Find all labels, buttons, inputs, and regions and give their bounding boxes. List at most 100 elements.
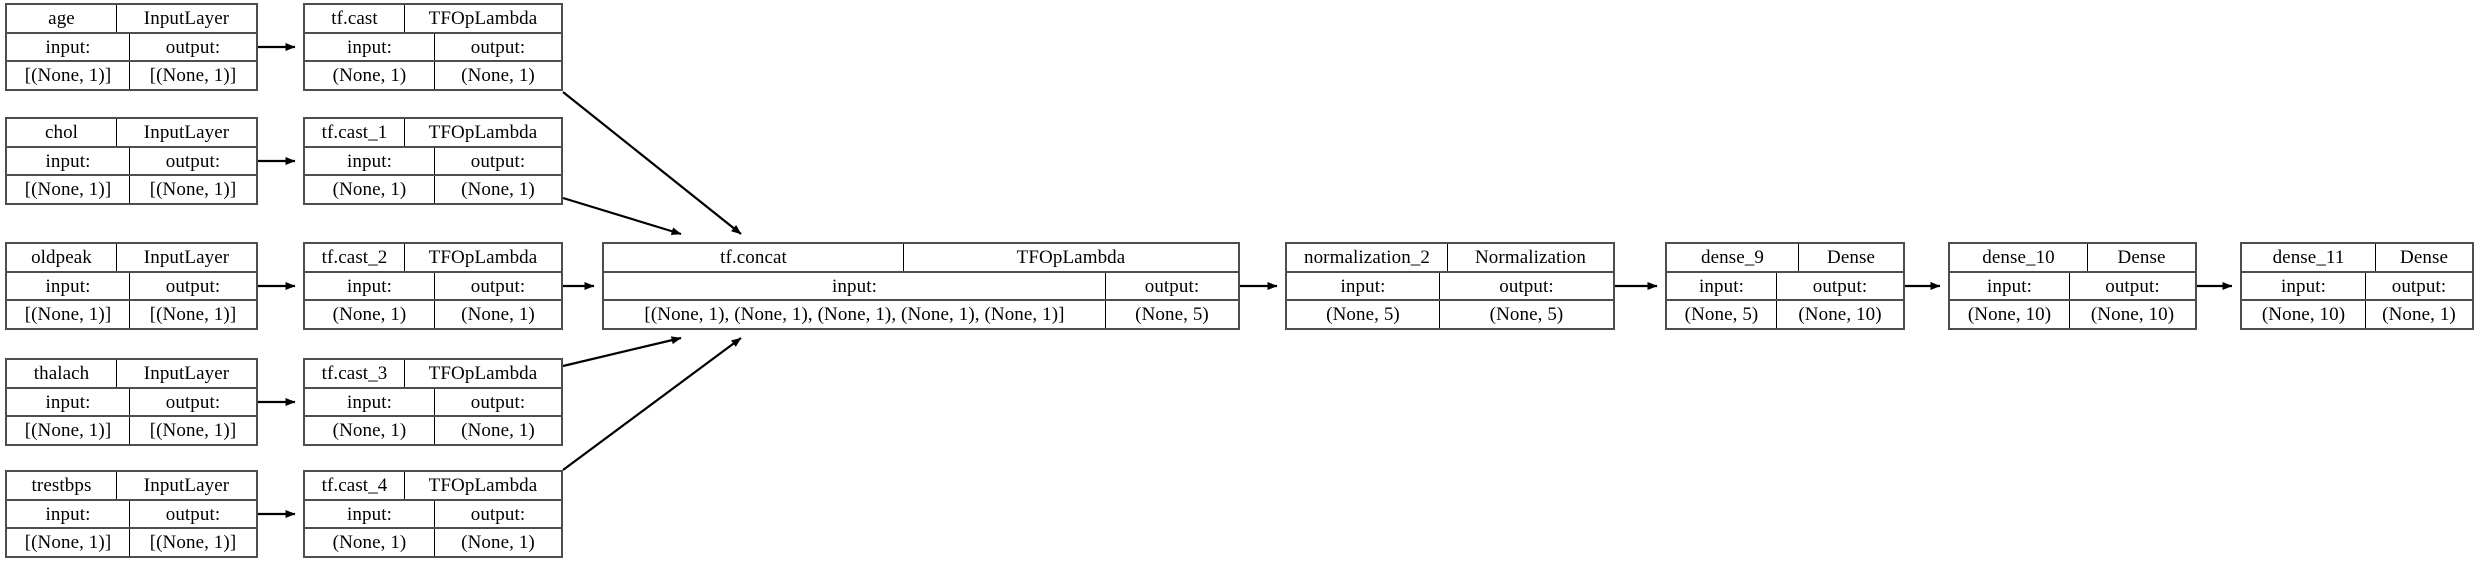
node-output-label: output: [165,503,221,525]
node-output-shape: (None, 5) [1489,304,1564,326]
node-input-shape: (None, 10) [1950,301,2070,329]
edges-group [258,43,2233,518]
node-tf_cast_2[interactable]: tf.cast_2 TFOpLambda input: output: (None, 1… [303,242,563,330]
node-output-label: output: [165,275,221,297]
node-title-name: age [7,5,117,32]
node-title-name: oldpeak [7,244,117,271]
node-output-shape: (None, 10) [2090,304,2175,326]
node-input-label: input: [305,33,435,61]
node-output-shape: [(None, 1)] [149,420,237,442]
edge-tf_cast_1-to-tf_concat [562,196,682,236]
node-title-name: normalization_2 [1287,244,1448,271]
node-title-name: dense_9 [1667,244,1799,271]
node-output-shape: (None, 1) [461,65,535,87]
node-tf_cast_3[interactable]: tf.cast_3 TFOpLambda input: output: (None, 1… [303,358,563,446]
node-output-shape: [(None, 1)] [149,304,237,326]
node-title-name: tf.cast_4 [305,472,405,499]
node-output-label: output: [165,36,221,58]
node-title-type: TFOpLambda [1016,246,1126,268]
node-input-label: input: [604,272,1106,300]
node-input-shape: [(None, 1)] [7,62,130,90]
node-title-type: InputLayer [143,474,230,496]
node-title-name: chol [7,119,117,146]
node-output-label: output: [1499,275,1554,297]
node-input-label: input: [7,388,130,416]
node-title-name: tf.cast_1 [305,119,405,146]
node-output-label: output: [1144,275,1200,297]
node-title-type: Normalization [1474,246,1587,268]
node-title-name: tf.cast_3 [305,360,405,387]
node-title-name: thalach [7,360,117,387]
node-title-type: Dense [2400,246,2448,268]
node-output-label: output: [470,503,526,525]
node-output-shape: (None, 1) [461,420,535,442]
edge-tf_cast-to-tf_concat [562,91,742,235]
node-input-label: input: [305,147,435,175]
node-input-label: input: [305,388,435,416]
node-input-shape: [(None, 1), (None, 1), (None, 1), (None,… [604,301,1106,329]
node-input-shape: [(None, 1)] [7,301,130,329]
node-title-type: InputLayer [143,121,230,143]
node-title-type: Dense [1827,246,1875,268]
node-input-label: input: [1950,272,2070,300]
node-input-shape: [(None, 1)] [7,417,130,445]
node-input-label: input: [7,33,130,61]
node-input-label: input: [7,500,130,528]
node-input-shape: (None, 1) [305,176,435,204]
node-title-name: trestbps [7,472,117,499]
node-input-label: input: [305,500,435,528]
node-title-type: Dense [2117,246,2166,268]
node-output-label: output: [165,391,221,413]
node-trestbps[interactable]: trestbps InputLayer input: output: [(None, 1… [5,470,258,558]
node-title-name: tf.cast [305,5,405,32]
node-title-name: tf.cast_2 [305,244,405,271]
node-input-shape: (None, 10) [2242,301,2366,329]
node-output-label: output: [470,391,526,413]
node-input-label: input: [7,147,130,175]
node-tf_cast_1[interactable]: tf.cast_1 TFOpLambda input: output: (None, 1… [303,117,563,205]
edge-tf_cast_4-to-tf_concat [562,337,742,471]
node-output-shape: [(None, 1)] [149,179,237,201]
node-input-label: input: [7,272,130,300]
node-input-label: input: [1287,272,1440,300]
node-input-shape: (None, 1) [305,62,435,90]
node-output-label: output: [470,150,526,172]
node-title-type: TFOpLambda [428,474,538,496]
node-output-label: output: [470,275,526,297]
node-title-type: TFOpLambda [428,246,538,268]
node-oldpeak[interactable]: oldpeak InputLayer input: output: [(None, 1)… [5,242,258,330]
node-output-shape: (None, 1) [461,304,535,326]
node-normalization_2[interactable]: normalization_2 Normalization input: output… [1285,242,1615,330]
node-output-label: output: [165,150,221,172]
node-output-shape: (None, 1) [461,179,535,201]
node-tf_cast_4[interactable]: tf.cast_4 TFOpLambda input: output: (None, 1… [303,470,563,558]
node-title-type: InputLayer [143,246,230,268]
node-title-type: TFOpLambda [428,362,538,384]
node-output-label: output: [1812,275,1868,297]
node-title-name: dense_10 [1950,244,2088,271]
node-input-shape: (None, 1) [305,529,435,557]
node-input-shape: (None, 1) [305,301,435,329]
node-output-shape: (None, 5) [1135,304,1209,326]
node-title-name: tf.concat [604,244,904,271]
node-title-type: TFOpLambda [428,121,538,143]
edge-tf_cast_3-to-tf_concat [562,336,682,368]
node-output-label: output: [2391,275,2447,297]
node-input-shape: (None, 1) [305,417,435,445]
node-input-label: input: [305,272,435,300]
node-tf_concat[interactable]: tf.concat TFOpLambda input: output: [(None, … [602,242,1240,330]
node-output-shape: [(None, 1)] [149,532,237,554]
node-output-label: output: [470,36,526,58]
node-output-shape: (None, 1) [461,532,535,554]
node-output-shape: [(None, 1)] [149,65,237,87]
node-input-label: input: [2242,272,2366,300]
